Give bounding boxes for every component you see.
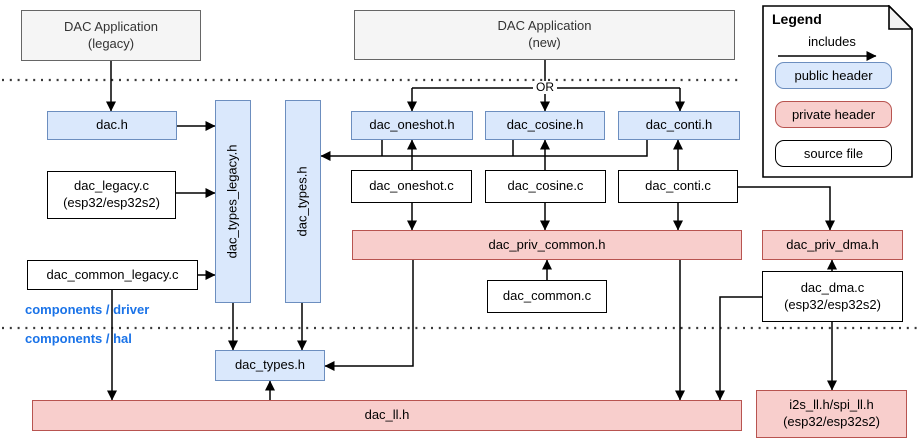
node-label: dac_ll.h — [364, 407, 410, 423]
node-label: dac_dma.c — [800, 279, 865, 295]
node-label: DAC Application — [497, 18, 592, 34]
or-branch-label: OR — [533, 80, 557, 95]
node-label: dac_priv_common.h — [488, 236, 606, 252]
node-sublabel: (legacy) — [87, 35, 135, 51]
legend-private-header-swatch: private header — [775, 101, 892, 128]
node-label: dac_legacy.c — [74, 178, 149, 194]
node-dac-types-legacy-h: dac_types_legacy.h — [215, 100, 251, 303]
node-label: dac_priv_dma.h — [786, 236, 879, 252]
legend-public-header-swatch: public header — [775, 62, 892, 89]
node-dac-common-c: dac_common.c — [487, 280, 607, 313]
node-label: dac_common.c — [502, 288, 592, 304]
node-label: dac_oneshot.h — [369, 117, 455, 133]
node-dac-h: dac.h — [47, 111, 177, 140]
swatch-label: source file — [803, 146, 864, 161]
folded-corner-icon — [888, 5, 913, 30]
node-dac-legacy-c: dac_legacy.c (esp32/esp32s2) — [47, 171, 176, 219]
node-dac-ll-h: dac_ll.h — [32, 400, 742, 431]
node-dac-types-h-hal: dac_types.h — [215, 350, 325, 381]
node-dac-application-legacy: DAC Application (legacy) — [21, 10, 201, 61]
node-label: i2s_ll.h/spi_ll.h — [789, 397, 874, 413]
node-sublabel: (esp32/esp32s2) — [784, 296, 881, 312]
node-label: dac.h — [96, 117, 128, 133]
legend-includes-entry: includes — [776, 34, 888, 62]
swatch-label: public header — [794, 68, 873, 83]
node-sublabel: (esp32/esp32s2) — [783, 414, 880, 429]
components-driver-label: components / driver — [25, 302, 150, 317]
node-label: dac_types.h — [294, 166, 310, 237]
node-label: dac_conti.h — [645, 117, 713, 133]
legend-source-file-swatch: source file — [775, 140, 892, 167]
node-dac-dma-c: dac_dma.c (esp32/esp32s2) — [762, 271, 903, 322]
legend-document-shape — [762, 5, 913, 178]
legend: Legend includes public header private he… — [762, 5, 913, 178]
components-hal-label: components / hal — [25, 331, 132, 346]
node-dac-conti-h: dac_conti.h — [618, 111, 740, 140]
node-label: dac_types_legacy.h — [224, 144, 240, 259]
node-label: DAC Application — [64, 18, 158, 34]
node-label: dac_cosine.c — [507, 178, 584, 194]
node-label: dac_oneshot.c — [369, 178, 454, 194]
node-i2s-ll-spi-ll-h: i2s_ll.h/spi_ll.h (esp32/esp32s2) — [756, 390, 907, 438]
node-dac-types-h-driver: dac_types.h — [285, 100, 321, 303]
node-dac-conti-c: dac_conti.c — [618, 170, 738, 203]
node-label: dac_common_legacy.c — [46, 266, 179, 282]
node-dac-cosine-h: dac_cosine.h — [485, 111, 605, 140]
node-sublabel: (esp32/esp32s2) — [63, 195, 160, 210]
includes-arrow-icon — [778, 51, 877, 61]
node-dac-application-new: DAC Application (new) — [354, 10, 735, 60]
swatch-label: private header — [791, 107, 876, 122]
legend-title: Legend — [772, 11, 822, 27]
node-label: dac_cosine.h — [506, 117, 584, 133]
node-dac-priv-dma-h: dac_priv_dma.h — [762, 230, 903, 260]
includes-label: includes — [808, 34, 856, 49]
node-dac-priv-common-h: dac_priv_common.h — [352, 230, 742, 260]
node-dac-oneshot-h: dac_oneshot.h — [351, 111, 473, 140]
node-label: dac_conti.c — [645, 178, 711, 194]
node-dac-oneshot-c: dac_oneshot.c — [351, 170, 472, 203]
node-dac-cosine-c: dac_cosine.c — [485, 170, 606, 203]
node-dac-common-legacy-c: dac_common_legacy.c — [27, 260, 198, 290]
node-label: dac_types.h — [234, 357, 306, 373]
node-sublabel: (new) — [528, 35, 561, 50]
